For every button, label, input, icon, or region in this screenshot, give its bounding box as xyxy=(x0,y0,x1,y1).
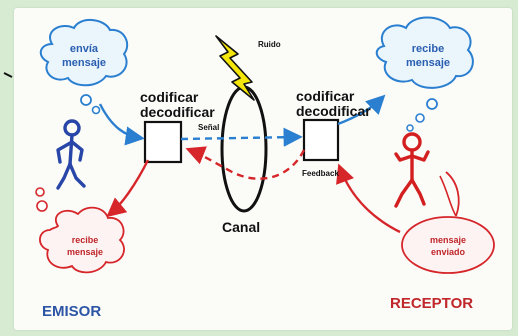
left-code-label: codificar decodificar xyxy=(140,90,215,120)
sender-reply-line2: mensaje xyxy=(66,247,104,257)
receiver-to-box-arrow xyxy=(336,163,401,234)
stick-figure-sender-icon xyxy=(56,119,86,190)
stick-figure-receiver-icon xyxy=(394,132,430,208)
sender-reply-bubble-text: recibe mensaje xyxy=(60,236,110,257)
sender-bubble-line2: mensaje xyxy=(61,57,107,69)
sender-bubble-text: envía mensaje xyxy=(56,44,112,69)
channel-ellipse xyxy=(220,85,268,213)
left-code-line1: codificar xyxy=(140,89,199,105)
signal-label: Señal xyxy=(198,123,220,132)
sender-to-box-arrow xyxy=(98,103,145,146)
right-code-line2: decodificar xyxy=(296,103,371,119)
receiver-bubble-line2: mensaje xyxy=(405,57,451,69)
receiver-bubble-text: recibe mensaje xyxy=(398,44,458,69)
receiver-label: RECEPTOR xyxy=(390,295,474,312)
receiver-reply-bubble xyxy=(401,171,495,274)
receiver-bubble-line1: recibe xyxy=(411,43,445,55)
channel-label: Canal xyxy=(222,219,261,235)
receiver-reply-bubble-text: mensaje enviado xyxy=(420,236,476,257)
sender-bubble-line1: envía xyxy=(69,43,99,55)
signal-arrow xyxy=(180,127,303,147)
receiver-reply-line2: enviado xyxy=(430,247,465,257)
feedback-label: Feedback xyxy=(302,169,339,178)
right-code-line1: codificar xyxy=(296,88,355,104)
noise-label: Ruido xyxy=(258,40,281,49)
receiver-thought-bubble xyxy=(375,16,474,132)
sender-label: EMISOR xyxy=(42,303,102,320)
box-to-sender-arrow xyxy=(106,159,150,218)
box-to-receiver-arrow xyxy=(337,94,386,126)
sender-reply-line1: recibe xyxy=(71,235,99,245)
left-code-box xyxy=(143,120,183,164)
edge-mark xyxy=(3,72,13,78)
right-code-label: codificar decodificar xyxy=(296,89,371,119)
right-code-box xyxy=(302,118,340,162)
receiver-reply-line1: mensaje xyxy=(429,235,467,245)
lightning-bolt-icon xyxy=(215,35,255,101)
sender-reply-bubble xyxy=(35,187,125,274)
left-code-line2: decodificar xyxy=(140,104,215,120)
sender-thought-bubble xyxy=(39,19,129,115)
feedback-arrow xyxy=(185,146,306,180)
